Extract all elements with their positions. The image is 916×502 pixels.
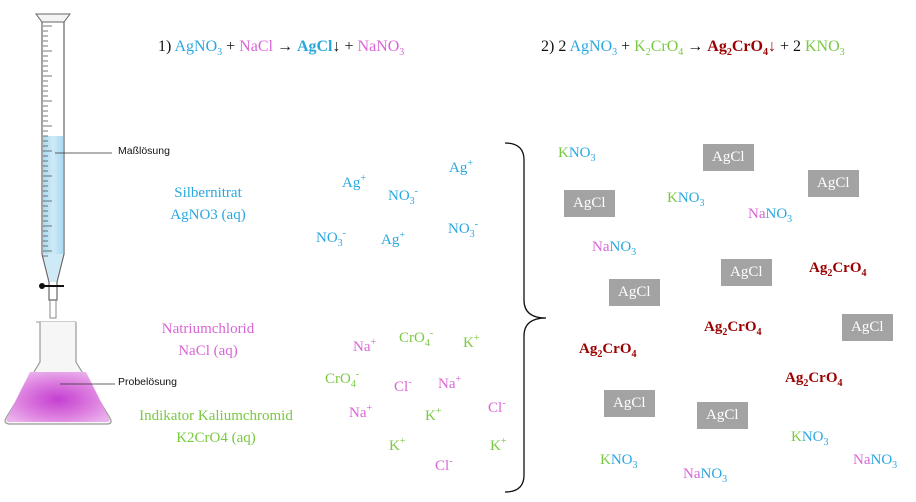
eq2-arrow: → bbox=[687, 38, 704, 55]
eq1-plus: + bbox=[226, 38, 236, 55]
burette bbox=[35, 13, 71, 341]
eq1-product-nano3: NaNO3 bbox=[357, 38, 405, 59]
ion-no3: NO3- bbox=[448, 219, 479, 240]
eq1-plus-2: + bbox=[344, 38, 354, 55]
eq2-down-arrow: ↓ bbox=[767, 38, 776, 55]
ion-cro4: CrO4- bbox=[325, 369, 360, 390]
precipitate-ag2cro4: Ag2CrO4 bbox=[579, 341, 637, 360]
erlenmeyer-flask bbox=[4, 321, 112, 425]
precipitate-agcl: AgCl bbox=[564, 190, 615, 217]
ion-na: Na+ bbox=[353, 337, 377, 355]
eq1-reactant-nacl: NaCl bbox=[239, 38, 273, 55]
ion-ag: Ag+ bbox=[449, 158, 473, 176]
eq2-coef-1: 2 bbox=[558, 38, 567, 55]
ion-cl: Cl- bbox=[435, 456, 453, 474]
precipitate-agcl: AgCl bbox=[703, 144, 754, 171]
ion-na: Na+ bbox=[349, 403, 373, 421]
product-nano3: NaNO3 bbox=[592, 239, 637, 258]
ion-ag: Ag+ bbox=[342, 173, 366, 191]
precipitate-ag2cro4: Ag2CrO4 bbox=[704, 319, 762, 338]
curly-brace bbox=[504, 142, 547, 493]
precipitate-ag2cro4: Ag2CrO4 bbox=[785, 370, 843, 389]
product-kno3: KNO3 bbox=[558, 145, 596, 164]
ion-k: K+ bbox=[490, 436, 507, 454]
precipitate-agcl: AgCl bbox=[604, 390, 655, 417]
eq1-down-arrow: ↓ bbox=[332, 38, 341, 55]
eq1-number: 1) bbox=[158, 38, 172, 55]
ion-k: K+ bbox=[389, 436, 406, 454]
silver-nitrate-formula: AgNO3 (aq) bbox=[170, 207, 246, 223]
sample-callout: Probelösung bbox=[118, 376, 177, 388]
precipitate-agcl: AgCl bbox=[808, 170, 859, 197]
equation-1: 1) AgNO3 + NaCl → AgCl↓ + NaNO3 bbox=[158, 38, 404, 58]
eq2-product-ag2cro4: Ag2CrO4 bbox=[707, 38, 768, 59]
sodium-chloride-formula: NaCl (aq) bbox=[178, 343, 238, 359]
ion-cl: Cl- bbox=[488, 398, 506, 416]
product-nano3: NaNO3 bbox=[683, 466, 728, 485]
precipitate-agcl: AgCl bbox=[697, 402, 748, 429]
indicator-label: Indikator Kaliumchromid K2CrO4 (aq) bbox=[120, 405, 312, 449]
indicator-name: Indikator Kaliumchromid bbox=[139, 408, 293, 424]
ion-cro4: CrO4- bbox=[399, 328, 434, 349]
equation-2: 2) 2 AgNO3 + K2CrO4 → Ag2CrO4↓ + 2 KNO3 bbox=[541, 38, 845, 58]
eq2-product-kno3: KNO3 bbox=[804, 38, 845, 59]
ion-no3: NO3- bbox=[388, 186, 419, 207]
ion-no3: NO3- bbox=[316, 228, 347, 249]
product-kno3: KNO3 bbox=[667, 190, 705, 209]
ion-ag: Ag+ bbox=[381, 230, 405, 248]
sodium-chloride-name: Natriumchlorid bbox=[161, 321, 255, 337]
titrant-callout: Maßlösung bbox=[118, 145, 170, 157]
flask-liquid bbox=[6, 372, 110, 422]
eq2-plus-2: + bbox=[779, 38, 789, 55]
product-kno3: KNO3 bbox=[791, 429, 829, 448]
eq1-arrow: → bbox=[276, 38, 293, 55]
eq1-product-agcl: AgCl bbox=[296, 38, 333, 55]
product-nano3: NaNO3 bbox=[853, 452, 898, 471]
precipitate-agcl: AgCl bbox=[721, 259, 772, 286]
eq2-number: 2) bbox=[541, 38, 555, 55]
ion-k: K+ bbox=[425, 406, 442, 424]
sodium-chloride-label: Natriumchlorid NaCl (aq) bbox=[140, 318, 276, 362]
silver-nitrate-name: Silbernitrat bbox=[174, 185, 242, 201]
product-kno3: KNO3 bbox=[600, 452, 638, 471]
eq2-coef-2: 2 bbox=[792, 38, 801, 55]
precipitate-agcl: AgCl bbox=[609, 279, 660, 306]
precipitate-ag2cro4: Ag2CrO4 bbox=[809, 260, 867, 279]
stopcock-knob bbox=[39, 283, 45, 289]
eq2-plus: + bbox=[621, 38, 631, 55]
eq1-reactant-agno3: AgNO3 bbox=[174, 38, 223, 59]
eq2-reactant-k2cro4: K2CrO4 bbox=[634, 38, 684, 59]
burette-liquid bbox=[43, 136, 63, 254]
ion-na: Na+ bbox=[438, 374, 462, 392]
precipitate-agcl: AgCl bbox=[842, 314, 893, 341]
eq2-reactant-agno3: AgNO3 bbox=[569, 38, 618, 59]
product-nano3: NaNO3 bbox=[748, 206, 793, 225]
ion-cl: Cl- bbox=[394, 377, 412, 395]
indicator-formula: K2CrO4 (aq) bbox=[176, 430, 256, 446]
silver-nitrate-label: Silbernitrat AgNO3 (aq) bbox=[160, 182, 256, 226]
ion-k: K+ bbox=[463, 333, 480, 351]
